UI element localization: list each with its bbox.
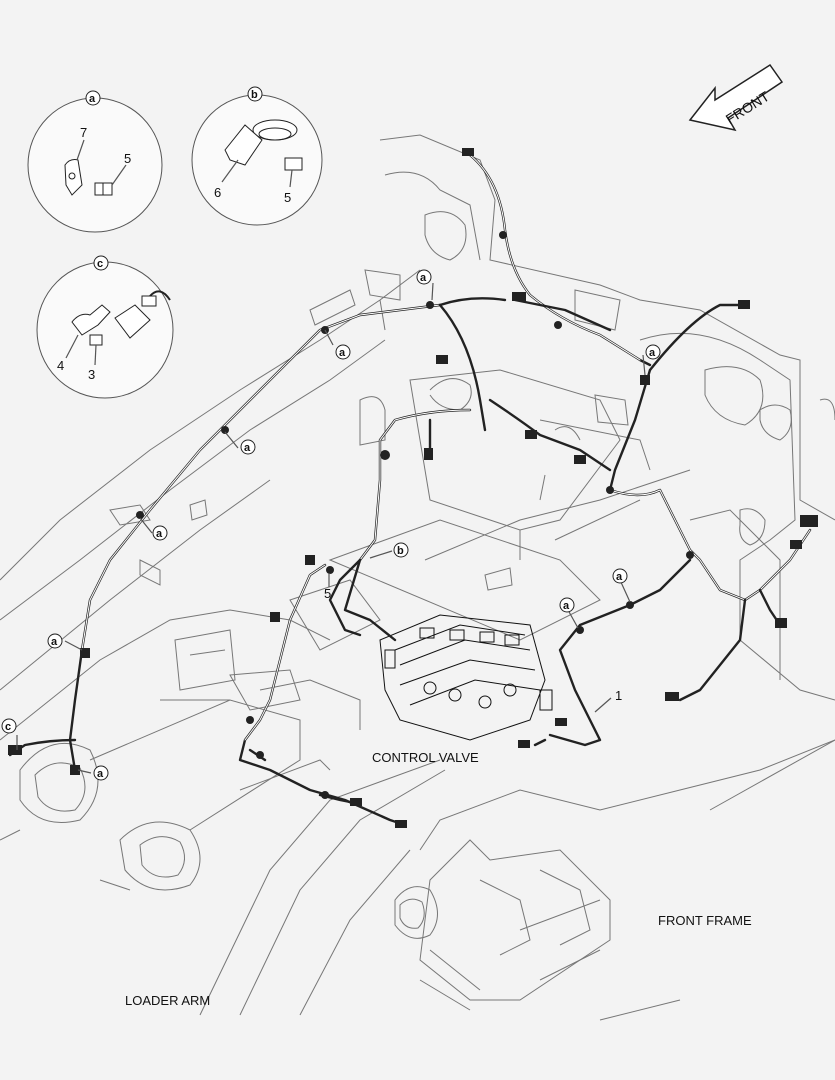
svg-text:a: a bbox=[156, 528, 163, 540]
detail-c-part-3: 3 bbox=[88, 367, 95, 382]
detail-a-part-7: 7 bbox=[80, 125, 87, 140]
svg-text:a: a bbox=[649, 347, 656, 359]
connectors bbox=[8, 148, 818, 828]
svg-text:a: a bbox=[244, 442, 251, 454]
callout-a-5: a bbox=[645, 344, 661, 360]
svg-text:a: a bbox=[97, 768, 104, 780]
detail-c-part-4: 4 bbox=[57, 358, 64, 373]
callout-bubbles: a a a a a a a a a b c bbox=[1, 269, 661, 781]
front-frame-outline bbox=[259, 134, 835, 1021]
control-valve bbox=[379, 614, 553, 741]
callout-a-6: a bbox=[47, 633, 63, 649]
detail-a: a 7 5 bbox=[27, 90, 163, 233]
wire-harness bbox=[8, 153, 812, 827]
callout-b-1: b bbox=[393, 542, 409, 558]
control-valve-label: CONTROL VALVE bbox=[372, 750, 479, 765]
callout-a-1: a bbox=[416, 269, 432, 285]
detail-b-part-6: 6 bbox=[214, 185, 221, 200]
part-5-label: 5 bbox=[324, 586, 331, 601]
detail-a-key: a bbox=[89, 93, 96, 105]
front-arrow: FRONT bbox=[688, 63, 784, 132]
svg-text:a: a bbox=[51, 636, 58, 648]
detail-c: c 4 3 bbox=[36, 255, 174, 399]
loader-arm-outline bbox=[0, 269, 446, 1016]
detail-b-part-5: 5 bbox=[284, 190, 291, 205]
svg-text:a: a bbox=[616, 571, 623, 583]
svg-text:c: c bbox=[5, 721, 11, 733]
callout-a-8: a bbox=[612, 568, 628, 584]
callout-c-1: c bbox=[1, 718, 17, 734]
detail-c-key: c bbox=[97, 258, 103, 270]
front-frame-label: FRONT FRAME bbox=[658, 913, 752, 928]
detail-a-part-5: 5 bbox=[124, 151, 131, 166]
callout-a-9: a bbox=[559, 597, 575, 613]
svg-text:a: a bbox=[563, 600, 570, 612]
callout-a-3: a bbox=[240, 439, 256, 455]
leader-lines bbox=[16, 282, 646, 774]
callout-a-2: a bbox=[335, 344, 351, 360]
part-1-label: 1 bbox=[615, 688, 622, 703]
callout-a-7: a bbox=[93, 765, 109, 781]
svg-text:a: a bbox=[420, 272, 427, 284]
detail-b-key: b bbox=[251, 89, 258, 101]
svg-text:b: b bbox=[397, 545, 404, 557]
svg-text:a: a bbox=[339, 347, 346, 359]
loader-arm-label: LOADER ARM bbox=[125, 993, 210, 1008]
detail-b: b 6 5 bbox=[191, 86, 323, 226]
callout-a-4: a bbox=[152, 525, 168, 541]
